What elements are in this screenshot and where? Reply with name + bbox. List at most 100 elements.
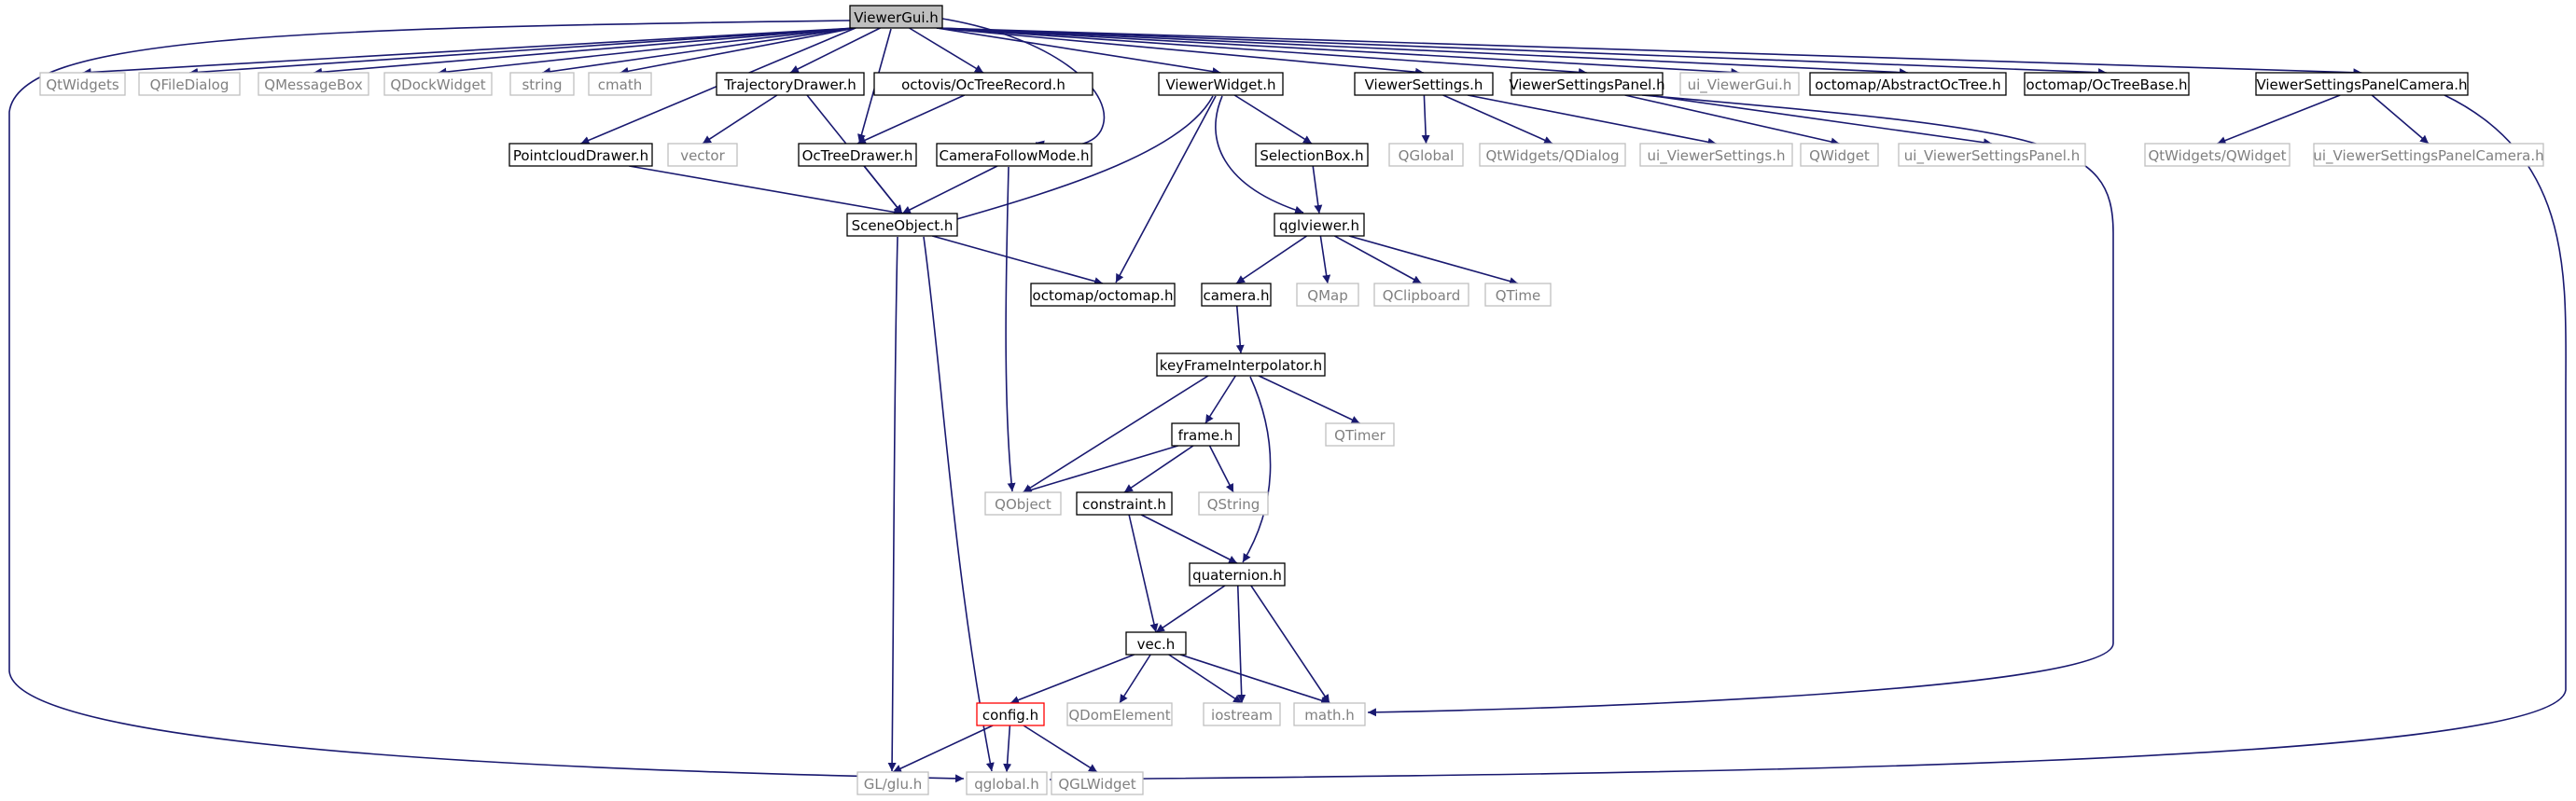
node-label-QWidget: QWidget bbox=[1809, 147, 1870, 164]
node-ui_ViewerSettings: ui_ViewerSettings.h bbox=[1639, 143, 1793, 167]
edge-keyFrameInterpolator-to-QObject bbox=[1023, 375, 1209, 493]
node-AbstractOcTree[interactable]: octomap/AbstractOcTree.h bbox=[1809, 72, 2007, 96]
node-box-QString bbox=[1198, 491, 1269, 516]
node-TrajectoryDrawer[interactable]: TrajectoryDrawer.h bbox=[716, 72, 865, 96]
node-label-QGLWidget: QGLWidget bbox=[1058, 776, 1135, 793]
node-box-CameraFollowMode bbox=[936, 143, 1093, 167]
node-box-ui_ViewerSettingsPanel bbox=[1898, 143, 2086, 167]
edge-PointcloudDrawer-to-SceneObject bbox=[629, 165, 903, 216]
node-QWidget: QWidget bbox=[1800, 143, 1879, 167]
node-CameraFollowMode[interactable]: CameraFollowMode.h bbox=[936, 143, 1093, 167]
node-QTime: QTime bbox=[1484, 283, 1552, 307]
node-string: string bbox=[509, 72, 575, 96]
edge-qglviewer-to-QClipboard bbox=[1334, 235, 1422, 284]
node-QGlobal: QGlobal bbox=[1388, 143, 1464, 167]
edge-ViewerSettingsPanel-to-QWidget bbox=[1624, 94, 1840, 146]
node-vec[interactable]: vec.h bbox=[1125, 631, 1187, 656]
node-octomap[interactable]: octomap/octomap.h bbox=[1030, 283, 1176, 307]
node-QDomElement: QDomElement bbox=[1066, 702, 1173, 726]
edge-ViewerGui-to-OcTreeRecord bbox=[909, 27, 984, 74]
node-box-ViewerSettings bbox=[1354, 72, 1494, 96]
node-quaternion[interactable]: quaternion.h bbox=[1189, 562, 1286, 587]
node-config[interactable]: config.h bbox=[976, 702, 1045, 726]
node-glu: GL/glu.h bbox=[856, 771, 929, 795]
node-ViewerSettingsPanelCamera[interactable]: ViewerSettingsPanelCamera.h bbox=[2255, 72, 2469, 96]
node-box-TrajectoryDrawer bbox=[716, 72, 865, 96]
edge-ViewerSettingsPanel-to-ui_ViewerSettingsPanel bbox=[1647, 94, 1993, 147]
node-QFileDialog: QFileDialog bbox=[138, 72, 241, 96]
node-label-ViewerSettings: ViewerSettings.h bbox=[1365, 76, 1483, 93]
node-ui_ViewerGui: ui_ViewerGui.h bbox=[1679, 72, 1800, 96]
edge-TrajectoryDrawer-to-vector bbox=[702, 94, 778, 145]
node-box-mathh bbox=[1293, 702, 1366, 726]
node-OcTreeDrawer[interactable]: OcTreeDrawer.h bbox=[798, 143, 917, 167]
node-label-OcTreeBase: octomap/OcTreeBase.h bbox=[2026, 76, 2188, 93]
node-QString: QString bbox=[1198, 491, 1269, 516]
node-QtWidgets: QtWidgets bbox=[39, 72, 126, 96]
node-label-PointcloudDrawer: PointcloudDrawer.h bbox=[513, 147, 648, 164]
edge-ViewerGui-to-QDockWidget bbox=[438, 27, 856, 76]
node-label-OcTreeDrawer: OcTreeDrawer.h bbox=[802, 147, 913, 164]
node-box-OcTreeDrawer bbox=[798, 143, 917, 167]
edge-camera-to-keyFrameInterpolator bbox=[1235, 305, 1245, 354]
node-label-ui_ViewerGui: ui_ViewerGui.h bbox=[1688, 76, 1792, 94]
node-keyFrameInterpolator[interactable]: keyFrameInterpolator.h bbox=[1156, 352, 1326, 377]
edge-ViewerGui-to-string bbox=[541, 27, 856, 76]
node-label-keyFrameInterpolator: keyFrameInterpolator.h bbox=[1160, 357, 1322, 374]
node-label-vector: vector bbox=[680, 147, 725, 164]
node-label-qglviewer: qglviewer.h bbox=[1279, 217, 1359, 234]
node-SceneObject[interactable]: SceneObject.h bbox=[846, 213, 958, 237]
node-OcTreeRecord[interactable]: octovis/OcTreeRecord.h bbox=[873, 72, 1093, 96]
node-constraint[interactable]: constraint.h bbox=[1076, 491, 1173, 516]
node-ViewerWidget[interactable]: ViewerWidget.h bbox=[1158, 72, 1284, 96]
node-label-QObject: QObject bbox=[995, 496, 1051, 513]
node-qglobal: qglobal.h bbox=[966, 771, 1048, 795]
node-label-QtWidgets: QtWidgets bbox=[46, 76, 119, 93]
edge-ViewerGui-to-AbstractOcTree bbox=[936, 27, 1909, 77]
node-box-constraint bbox=[1076, 491, 1173, 516]
edge-frame-to-constraint bbox=[1123, 445, 1194, 493]
edge-ViewerSettings-to-QDialog bbox=[1442, 94, 1553, 145]
node-cmath: cmath bbox=[588, 72, 652, 96]
node-SelectionBox[interactable]: SelectionBox.h bbox=[1255, 143, 1369, 167]
node-box-OcTreeRecord bbox=[873, 72, 1093, 96]
node-label-AbstractOcTree: octomap/AbstractOcTree.h bbox=[1815, 76, 2000, 93]
node-box-string bbox=[509, 72, 575, 96]
node-box-config bbox=[976, 702, 1045, 726]
node-ViewerSettingsPanel[interactable]: ViewerSettingsPanel.h bbox=[1509, 72, 1665, 96]
edge-ViewerGui-to-OcTreeBase bbox=[936, 27, 2108, 77]
node-ViewerSettings[interactable]: ViewerSettings.h bbox=[1354, 72, 1494, 96]
node-label-CameraFollowMode: CameraFollowMode.h bbox=[939, 147, 1089, 164]
node-box-QMap bbox=[1296, 283, 1359, 307]
node-box-ViewerGui bbox=[849, 5, 943, 29]
edge-ViewerWidget-to-SelectionBox bbox=[1233, 94, 1313, 145]
node-QObject: QObject bbox=[984, 491, 1062, 516]
node-OcTreeBase[interactable]: octomap/OcTreeBase.h bbox=[2024, 72, 2190, 96]
node-box-QDockWidget bbox=[383, 72, 493, 96]
node-box-ui_ViewerSettings bbox=[1639, 143, 1793, 167]
node-camera[interactable]: camera.h bbox=[1201, 283, 1272, 307]
node-label-ViewerSettingsPanelCamera: ViewerSettingsPanelCamera.h bbox=[2256, 76, 2467, 93]
node-box-ViewerWidget bbox=[1158, 72, 1284, 96]
edge-qglviewer-to-camera bbox=[1235, 235, 1308, 284]
node-label-QMap: QMap bbox=[1307, 287, 1347, 304]
edge-CameraFollowMode-to-QObject bbox=[1005, 166, 1016, 492]
edge-SelectionBox-to-qglviewer bbox=[1312, 165, 1323, 214]
node-label-config: config.h bbox=[982, 707, 1038, 724]
edge-ViewerWidget-to-octomap bbox=[1115, 95, 1217, 283]
node-box-ViewerSettingsPanelCamera bbox=[2255, 72, 2469, 96]
edge-ViewerGui-to-ViewerWidget bbox=[936, 27, 1221, 76]
node-ViewerGui[interactable]: ViewerGui.h bbox=[849, 5, 943, 29]
node-frame[interactable]: frame.h bbox=[1171, 422, 1240, 447]
edge-config-to-glu bbox=[892, 725, 994, 773]
node-qglviewer[interactable]: qglviewer.h bbox=[1274, 213, 1365, 237]
edge-frame-to-QObject bbox=[1023, 445, 1178, 494]
edge-constraint-to-vec bbox=[1128, 514, 1159, 633]
node-box-frame bbox=[1171, 422, 1240, 447]
node-label-QDomElement: QDomElement bbox=[1068, 707, 1170, 724]
node-label-mathh: math.h bbox=[1304, 707, 1354, 724]
node-box-octomap bbox=[1030, 283, 1176, 307]
node-PointcloudDrawer[interactable]: PointcloudDrawer.h bbox=[508, 143, 653, 167]
node-label-QString: QString bbox=[1207, 496, 1260, 513]
